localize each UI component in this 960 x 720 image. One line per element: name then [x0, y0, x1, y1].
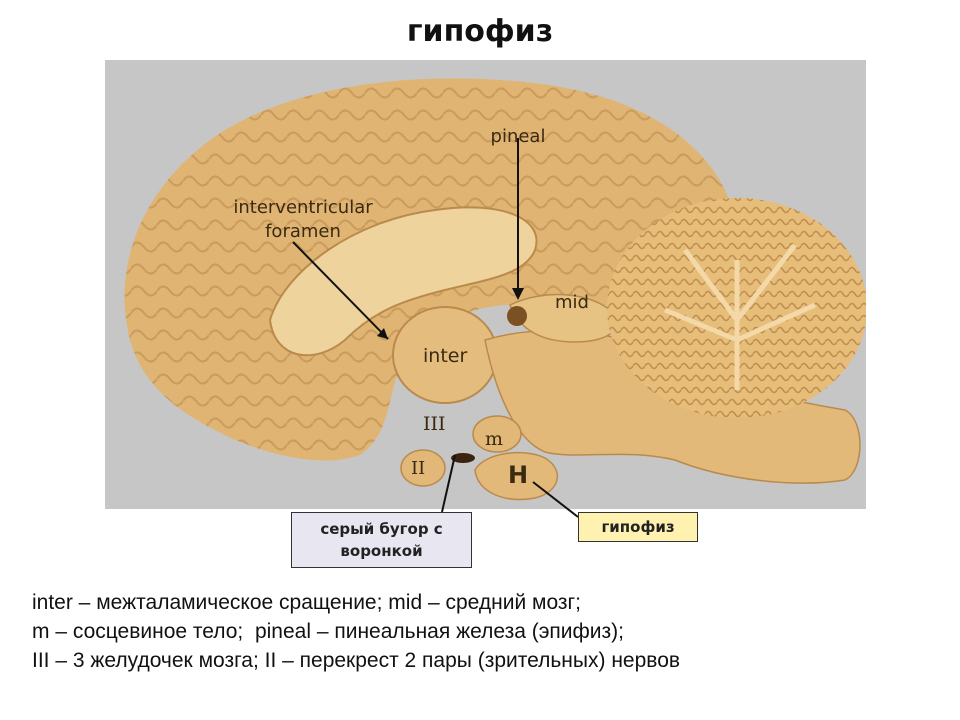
legend-line-1: inter – межталамическое сращение; mid – …	[32, 591, 582, 614]
tuber-cinereum-callout: серый бугор с воронкой	[291, 512, 472, 568]
corpus-callosum	[268, 206, 538, 357]
legend-line-3: III – 3 желудочек мозга; II – перекрест …	[32, 649, 681, 672]
interventricular-label-line1: interventricular	[233, 197, 373, 218]
legend: inter – межталамическое сращение; mid – …	[32, 588, 680, 675]
pineal-gland	[507, 306, 527, 326]
optic-chiasm	[400, 449, 446, 487]
hypophysis-letter-label: H	[508, 461, 528, 489]
pineal-label: pineal	[491, 126, 546, 147]
inter-label: inter	[423, 345, 467, 367]
interventricular-label-line2: foramen	[265, 221, 341, 242]
slide-title: гипофиз	[406, 14, 554, 49]
third-ventricle-label: III	[423, 413, 446, 435]
optic-chiasm-label: II	[411, 458, 425, 479]
legend-line-2: m – сосцевиное тело; pineal – пинеальная…	[32, 620, 624, 643]
mammillary-body	[472, 415, 522, 453]
mammillary-label: m	[485, 428, 503, 450]
tuber-callout-line2: воронкой	[340, 542, 423, 560]
brain-sagittal-photo: interventricular foramen pineal mid inte…	[105, 60, 866, 509]
mid-label: mid	[555, 292, 589, 313]
hypophysis-shape	[474, 451, 559, 501]
tuber-callout-line1: серый бугор с	[320, 520, 443, 538]
hypophysis-callout: гипофиз	[578, 512, 698, 542]
